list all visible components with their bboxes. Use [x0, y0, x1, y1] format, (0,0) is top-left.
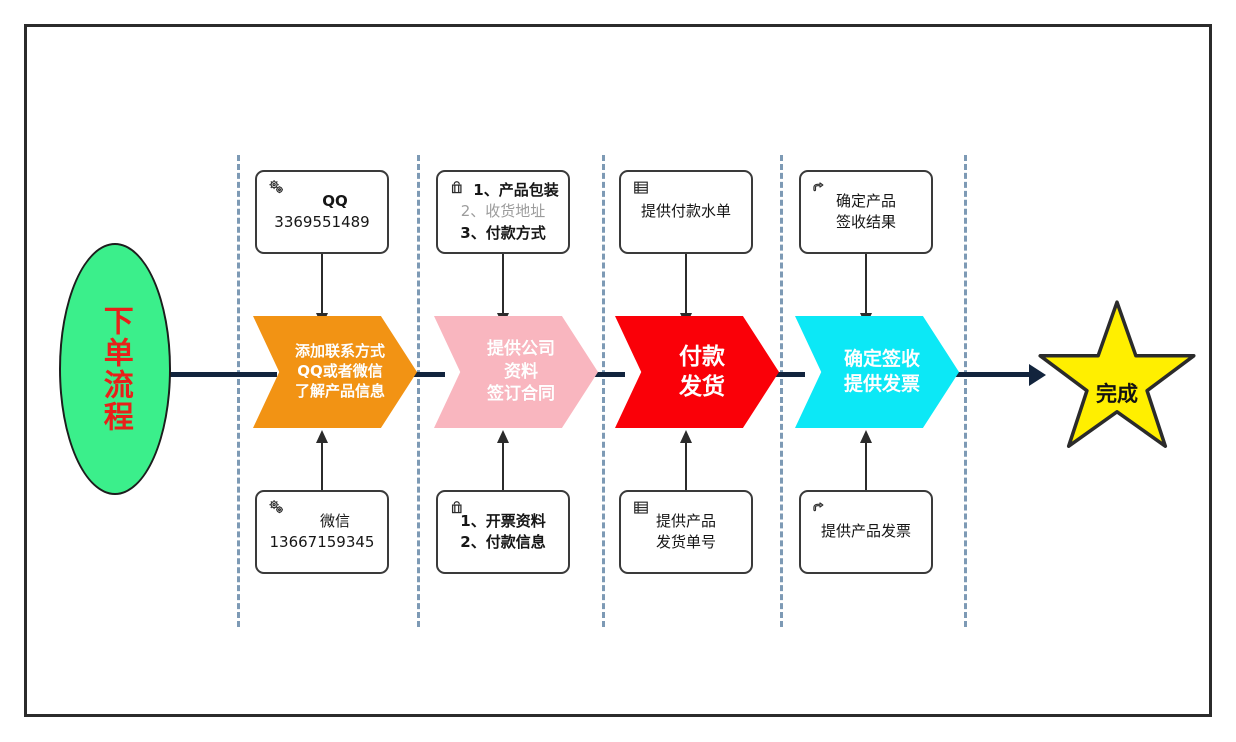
connector-stage-2-top	[502, 254, 504, 316]
lane-divider-4	[780, 155, 783, 627]
end-node[interactable]: 完成	[1037, 299, 1197, 451]
stage-line: 提供发票	[843, 373, 920, 395]
stage-line: 签订合同	[487, 384, 555, 405]
note-stage-3-bottom-body: 提供产品 发货单号	[621, 492, 751, 572]
stage-4-label: 确定签收 提供发票	[834, 347, 920, 397]
note-stage-2-top[interactable]: 1、产品包装 2、收货地址 3、付款方式	[436, 170, 570, 254]
stage-3-process[interactable]: 付款 发货	[615, 316, 779, 428]
note-stage-3-bottom[interactable]: 提供产品 发货单号	[619, 490, 753, 574]
person-bag-icon	[447, 498, 469, 518]
connector-arrowhead	[860, 430, 872, 443]
lane-divider-1	[237, 155, 240, 627]
note-stage-1-bottom-body: 微信 13667159345	[257, 492, 387, 572]
note-stage-1-bottom[interactable]: 微信 13667159345	[255, 490, 389, 574]
lane-divider-5	[964, 155, 967, 627]
note-line: 提供付款水单	[640, 202, 731, 221]
note-line: 13667159345	[269, 533, 375, 551]
stage-line: QQ或者微信	[297, 362, 383, 381]
connector-arrowhead	[680, 430, 692, 443]
list-document-icon	[630, 498, 652, 518]
connector-stage-4-bottom	[865, 441, 867, 501]
connector-stage-2-bottom	[502, 441, 504, 501]
note-stage-2-bottom[interactable]: 1、开票资料 2、付款信息	[436, 490, 570, 574]
note-stage-2-top-body: 1、产品包装 2、收货地址 3、付款方式	[438, 172, 568, 252]
connector-stage-3-top	[685, 254, 687, 316]
spine-arrowhead-end	[1029, 364, 1046, 386]
list-document-icon	[630, 178, 652, 198]
person-bag-icon	[447, 178, 469, 198]
note-line: 确定产品	[835, 191, 896, 210]
stage-line: 资料	[504, 361, 538, 382]
note-stage-2-bottom-body: 1、开票资料 2、付款信息	[438, 492, 568, 572]
stage-line: 提供公司	[487, 339, 555, 360]
pointing-hand-icon	[810, 498, 832, 518]
start-node[interactable]: 下单流程	[59, 243, 171, 495]
stage-2-process[interactable]: 提供公司 资料 签订合同	[434, 316, 598, 428]
stage-line: 发货	[679, 374, 725, 400]
note-line: 发货单号	[655, 533, 716, 551]
connector-stage-4-top	[865, 254, 867, 316]
note-stage-4-top-body: 确定产品 签收结果	[801, 172, 931, 252]
lane-divider-3	[602, 155, 605, 627]
spine-segment-start	[157, 372, 277, 377]
note-line: 2、付款信息	[460, 533, 546, 551]
note-stage-3-top[interactable]: 提供付款水单	[619, 170, 753, 254]
note-stage-3-top-body: 提供付款水单	[621, 172, 751, 252]
lane-divider-2	[417, 155, 420, 627]
connector-arrowhead	[316, 430, 328, 443]
note-stage-4-bottom[interactable]: 提供产品发票	[799, 490, 933, 574]
note-line: 微信	[319, 511, 350, 530]
note-stage-4-top[interactable]: 确定产品 签收结果	[799, 170, 933, 254]
note-line: 1、开票资料	[460, 511, 546, 530]
note-line: 3、付款方式	[460, 223, 546, 242]
connector-stage-3-bottom	[685, 441, 687, 501]
note-stage-1-top-body: QQ 3369551489	[257, 172, 387, 252]
note-line: 签收结果	[835, 213, 896, 231]
stage-line: 确定签收	[843, 347, 920, 370]
stage-1-process[interactable]: 添加联系方式 QQ或者微信 了解产品信息	[253, 316, 417, 428]
stage-line: 添加联系方式	[294, 342, 385, 361]
note-line: QQ	[322, 191, 348, 210]
stage-line: 付款	[679, 343, 725, 370]
note-line: 2、收货地址	[460, 202, 546, 221]
spine-segment-end	[924, 372, 1032, 377]
connector-arrowhead	[497, 430, 509, 443]
pointing-hand-icon	[810, 178, 832, 198]
star-icon	[1038, 300, 1196, 448]
note-stage-1-top[interactable]: QQ 3369551489	[255, 170, 389, 254]
note-line: 提供产品	[655, 511, 716, 530]
stage-3-label: 付款 发货	[669, 342, 725, 403]
note-line: 3369551489	[274, 213, 370, 231]
stage-line: 了解产品信息	[294, 381, 385, 400]
note-line: 1、产品包装	[473, 181, 559, 200]
diagram-frame: 下单流程 QQ 3369551489	[24, 24, 1212, 717]
gears-icon	[266, 178, 288, 198]
connector-stage-1-bottom	[321, 441, 323, 501]
start-node-label: 下单流程	[97, 305, 133, 433]
stage-2-label: 提供公司 资料 签订合同	[477, 338, 555, 405]
connector-stage-1-top	[321, 254, 323, 316]
stage-4-process[interactable]: 确定签收 提供发票	[795, 316, 959, 428]
stage-1-label: 添加联系方式 QQ或者微信 了解产品信息	[285, 342, 385, 401]
gears-icon	[266, 498, 288, 518]
note-line: 提供产品发票	[820, 522, 911, 541]
note-stage-4-bottom-body: 提供产品发票	[801, 492, 931, 572]
